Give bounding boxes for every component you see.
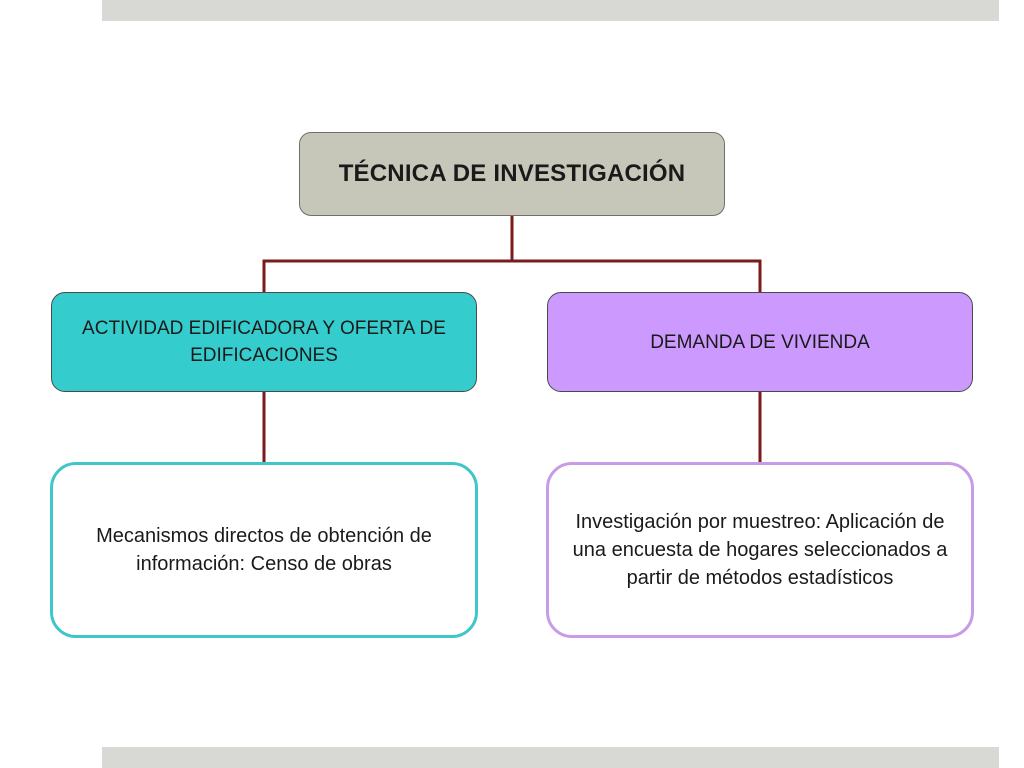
branch-node-actividad-edificadora: ACTIVIDAD EDIFICADORA Y OFERTA DE EDIFIC… [51, 292, 477, 392]
detail-node-text: Mecanismos directos de obtención de info… [96, 525, 432, 575]
branch-node-label: DEMANDA DE VIVIENDA [650, 331, 870, 353]
root-node: TÉCNICA DE INVESTIGACIÓN [299, 132, 725, 216]
detail-node-text: Investigación por muestreo: Aplicación d… [572, 511, 948, 589]
detail-node-investigacion-muestreo: Investigación por muestreo: Aplicación d… [546, 462, 974, 638]
top-decorative-band [102, 0, 999, 21]
root-node-label: TÉCNICA DE INVESTIGACIÓN [338, 160, 686, 187]
branch-node-label: ACTIVIDAD EDIFICADORA Y OFERTA DE EDIFIC… [82, 318, 446, 366]
bottom-decorative-band [102, 747, 999, 768]
branch-node-demanda-vivienda: DEMANDA DE VIVIENDA [547, 292, 973, 392]
detail-node-censo-obras: Mecanismos directos de obtención de info… [50, 462, 478, 638]
